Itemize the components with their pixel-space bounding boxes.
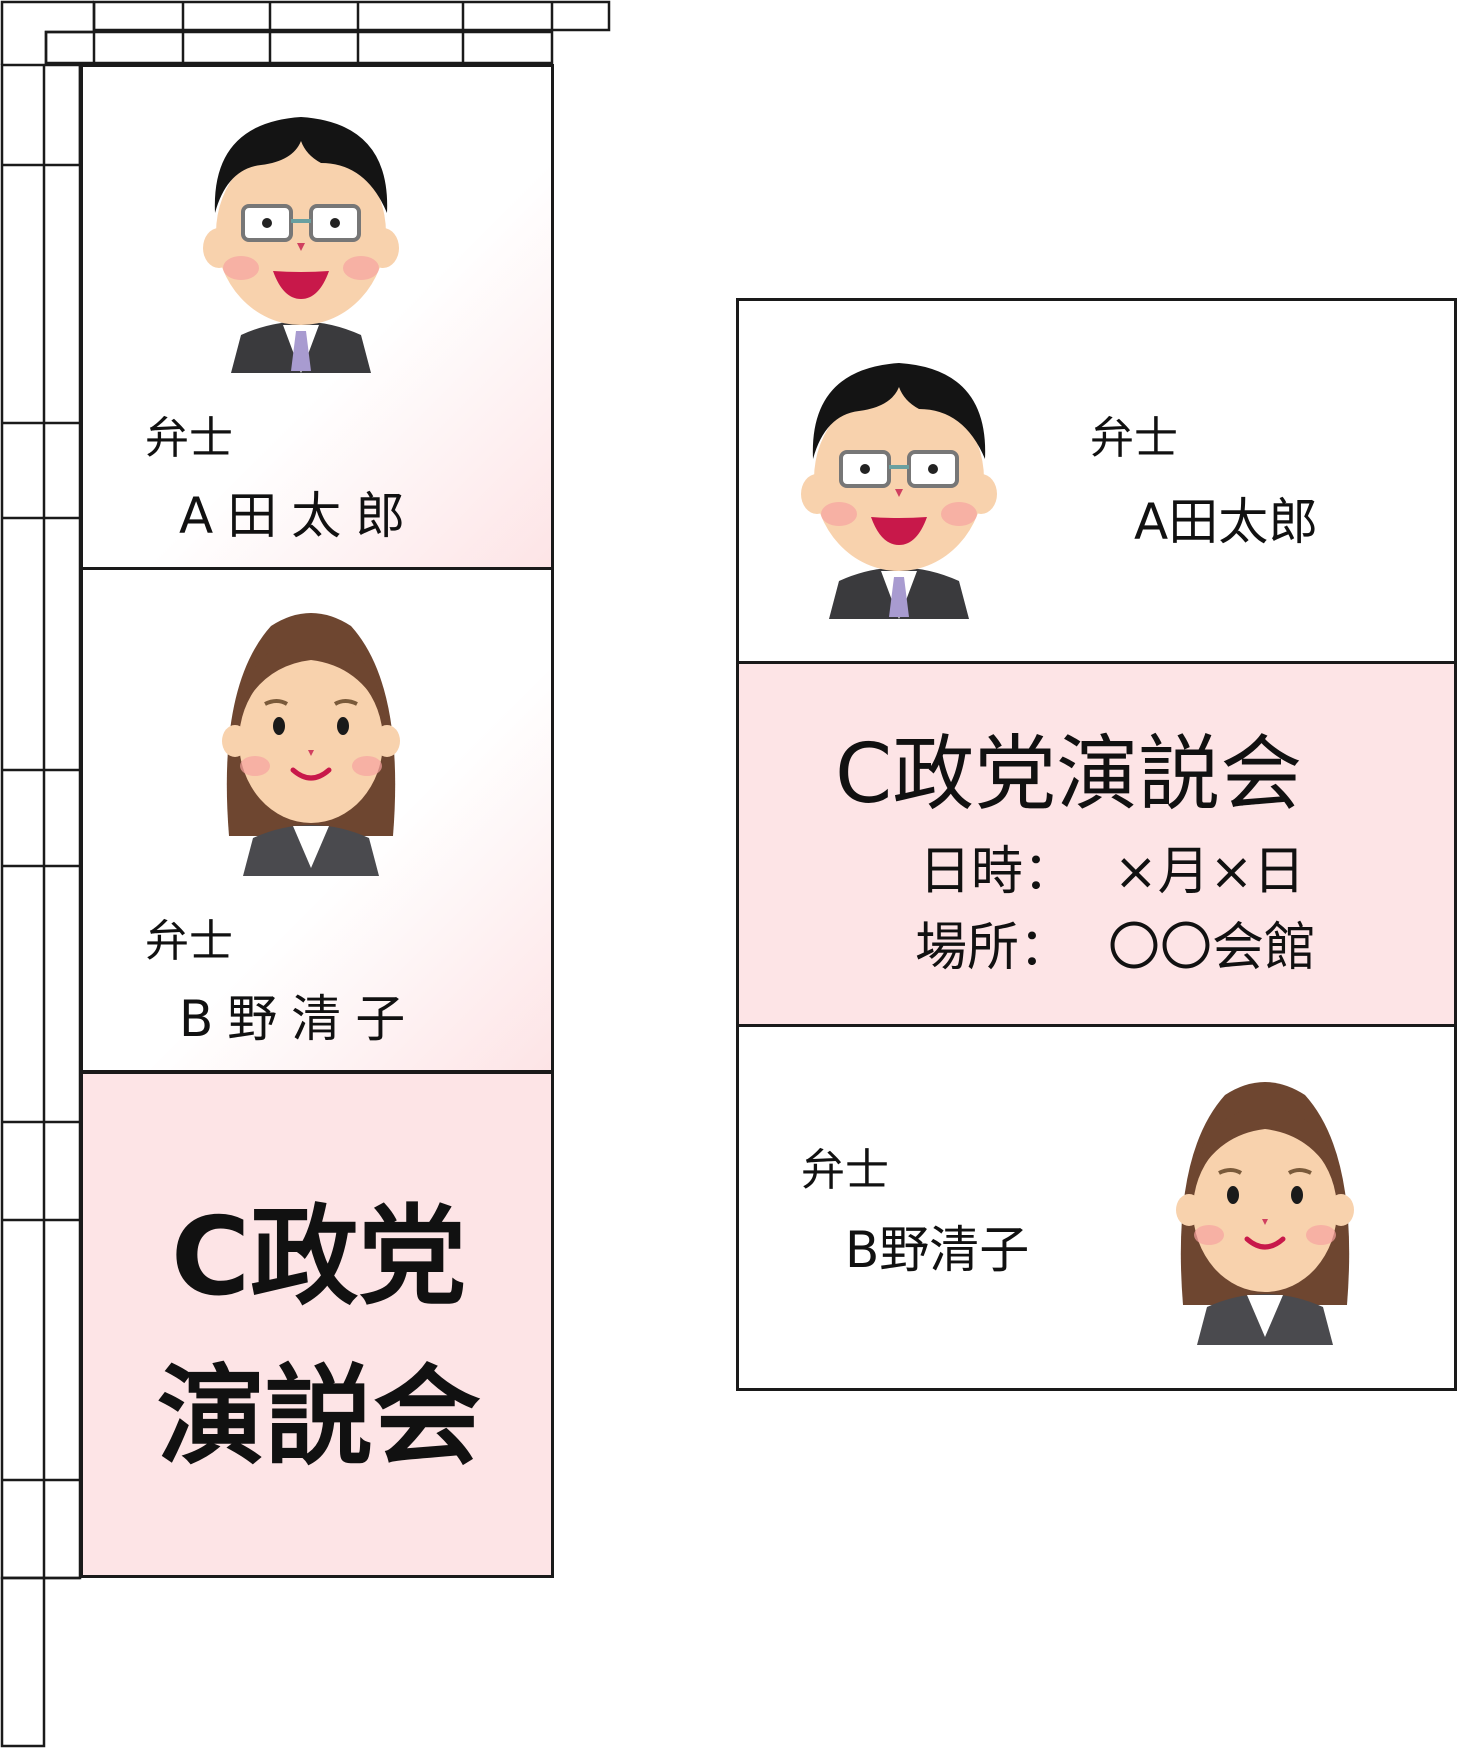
man-avatar-icon xyxy=(801,363,997,619)
sign-datetime-value: ×月×日 xyxy=(1114,842,1306,902)
sign-panel-speaker-b: 弁士 B野清子 xyxy=(736,1024,1457,1391)
banner-speaker-a-name: A田太郎 xyxy=(179,487,420,545)
woman-avatar-icon xyxy=(1176,1082,1354,1345)
sign-panel-speaker-a: 弁士 A田太郎 xyxy=(736,298,1457,664)
flag-pole-icon xyxy=(0,0,611,1748)
banner-speaker-b-name: B野清子 xyxy=(179,990,420,1048)
sign-speaker-b-name: B野清子 xyxy=(845,1221,1030,1279)
sign-speaker-b-title: 弁士 xyxy=(801,1145,889,1196)
sign-speaker-a-name: A田太郎 xyxy=(1134,493,1319,551)
banner-panel-speaker-a: 弁士 A田太郎 xyxy=(80,64,554,570)
sign-place-value: 〇〇会館 xyxy=(1108,918,1317,978)
sign-place-label: 場所： xyxy=(915,918,1072,978)
sign-panel-event: C政党演説会 日時： ×月×日 場所： 〇〇会館 xyxy=(736,661,1457,1027)
sign-speaker-a-title: 弁士 xyxy=(1090,413,1178,464)
banner-panel-speaker-b: 弁士 B野清子 xyxy=(80,567,554,1073)
banner-panel-event: C政党 演説会 xyxy=(80,1071,554,1578)
banner-event-line2: 演説会 xyxy=(157,1355,482,1480)
banner-event-line1: C政党 xyxy=(171,1195,467,1320)
sign-datetime-label: 日時： xyxy=(919,842,1076,902)
sign-event-title: C政党演説会 xyxy=(835,727,1303,822)
banner-speaker-b-title: 弁士 xyxy=(145,916,233,967)
man-avatar-icon xyxy=(203,117,399,373)
woman-avatar-icon xyxy=(222,613,400,876)
banner-speaker-a-title: 弁士 xyxy=(145,413,233,464)
